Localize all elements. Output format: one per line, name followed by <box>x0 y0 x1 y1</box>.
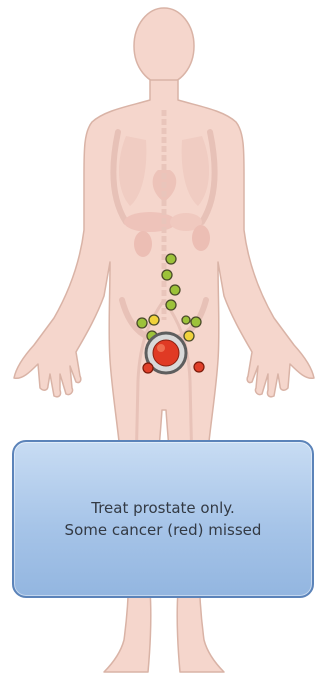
lymph-node-green <box>162 270 172 280</box>
lymph-node-green <box>170 285 180 295</box>
liver <box>124 212 176 232</box>
caption-box: Treat prostate only. Some cancer (red) m… <box>12 440 314 598</box>
caption-line-1: Treat prostate only. <box>91 497 235 519</box>
head <box>134 8 194 84</box>
prostate-tumor-highlight <box>157 344 165 352</box>
lymph-node-red <box>143 363 153 373</box>
lymph-node-green <box>166 300 176 310</box>
lymph-node-green <box>191 317 201 327</box>
caption-line-2: Some cancer (red) missed <box>65 519 262 541</box>
lymph-node-yellow <box>149 315 159 325</box>
lymph-node-red <box>194 362 204 372</box>
lymph-node-green <box>182 316 190 324</box>
lymph-node-green <box>166 254 176 264</box>
lymph-node-yellow <box>184 331 194 341</box>
lymph-node-green <box>137 318 147 328</box>
kidney-left <box>134 231 152 257</box>
prostate-tumor <box>153 340 179 366</box>
kidney-right <box>192 225 210 251</box>
